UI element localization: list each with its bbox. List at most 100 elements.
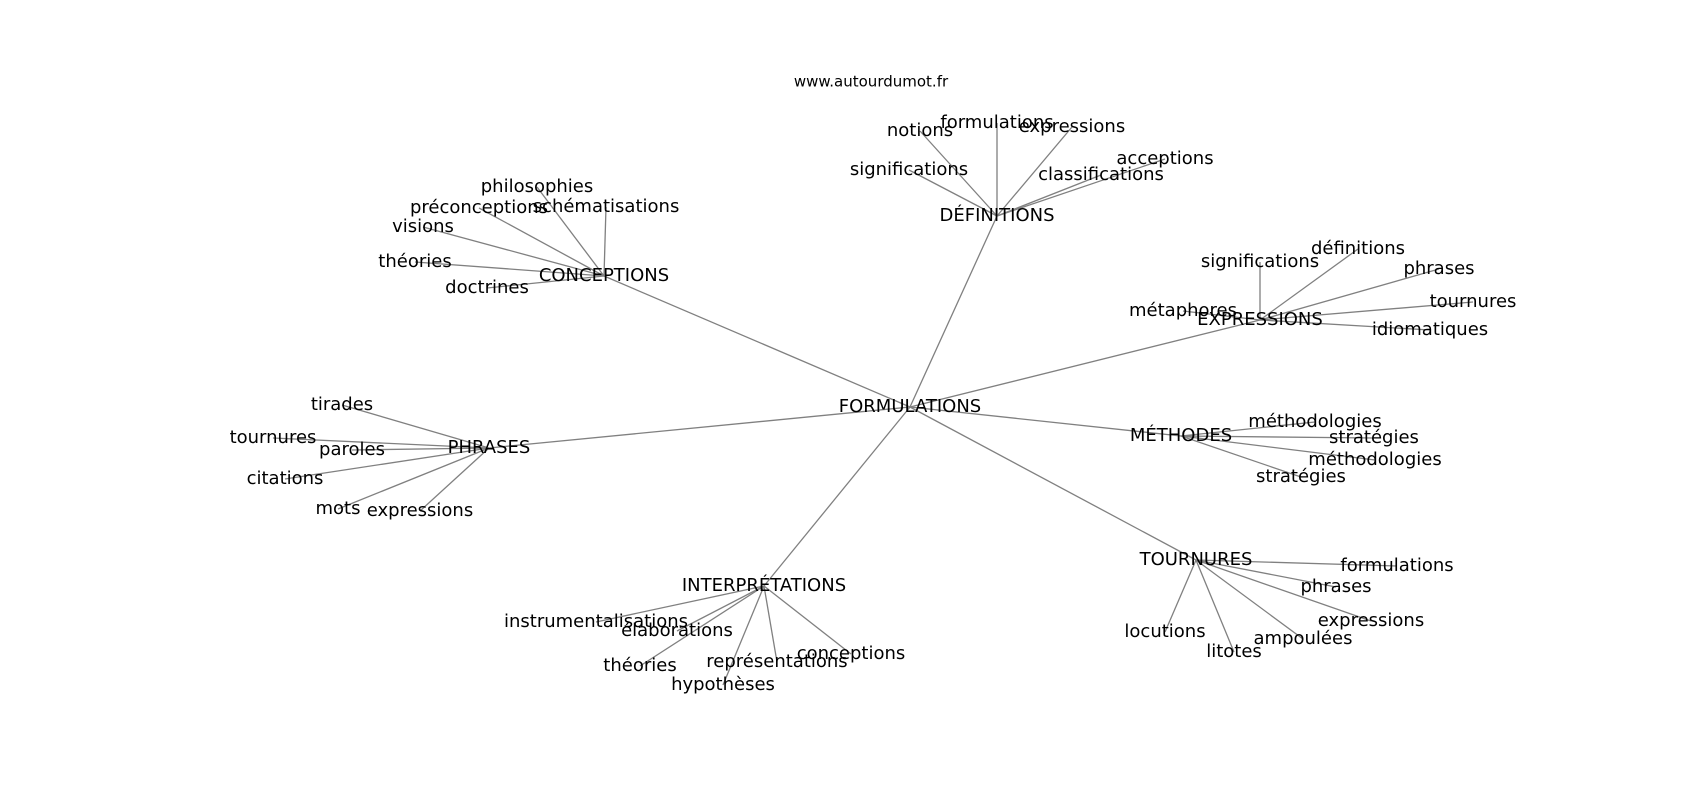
leaf-node[interactable]: phrases	[1403, 258, 1474, 279]
leaf-node[interactable]: ampoulées	[1254, 628, 1353, 649]
leaf-edge	[341, 404, 490, 449]
leaf-node[interactable]: théories	[378, 251, 451, 272]
leaf-edge	[1195, 559, 1235, 653]
group-methodes: MÉTHODES méthodologies stratégies méthod…	[1130, 411, 1442, 487]
leaf-edge	[603, 206, 607, 277]
leaf-edge	[595, 585, 765, 623]
root-edge	[909, 319, 1261, 408]
leaf-node[interactable]: tournures	[1430, 291, 1517, 312]
edges-layer	[272, 123, 1474, 686]
leaf-node[interactable]: méthodologies	[1308, 449, 1441, 470]
leaf-edge	[1259, 268, 1440, 321]
group-node[interactable]: INTERPRÉTATIONS	[682, 574, 846, 596]
root-edge	[603, 275, 911, 408]
leaf-node[interactable]: stratégies	[1256, 466, 1346, 487]
leaf-edge	[1164, 559, 1197, 633]
leaf-edge	[1180, 421, 1316, 437]
leaf-node[interactable]: méthodologies	[1248, 411, 1381, 432]
root-edge	[763, 406, 911, 587]
leaf-node[interactable]: expressions	[1019, 116, 1125, 137]
leaf-edge	[996, 174, 1102, 217]
leaf-node[interactable]: acceptions	[1116, 148, 1213, 169]
group-node[interactable]: CONCEPTIONS	[539, 265, 669, 286]
leaf-node[interactable]: citations	[247, 468, 324, 489]
leaf-node[interactable]: schématisations	[533, 196, 680, 217]
leaf-edge	[1195, 559, 1337, 588]
leaf-node[interactable]: formulations	[940, 112, 1053, 133]
leaf-edge	[486, 275, 605, 289]
group-node[interactable]: MÉTHODES	[1130, 424, 1232, 446]
leaf-node[interactable]: tirades	[311, 394, 373, 415]
leaf-node[interactable]: représentations	[706, 651, 847, 672]
group-node[interactable]: DÉFINITIONS	[939, 204, 1054, 226]
group-tournures: TOURNURES formulations phrases expressio…	[1124, 549, 1453, 662]
group-conceptions: CONCEPTIONS philosophies préconceptions …	[378, 176, 679, 298]
leaf-node[interactable]: locutions	[1124, 621, 1205, 642]
leaf-node[interactable]: significations	[1201, 251, 1319, 272]
leaf-node[interactable]: expressions	[367, 500, 473, 521]
leaf-node[interactable]: définitions	[1311, 238, 1405, 259]
leaf-edge	[908, 169, 998, 217]
group-phrases: PHRASES tirades tournures paroles citati…	[230, 394, 531, 521]
leaf-node[interactable]: philosophies	[481, 176, 594, 197]
leaf-edge	[1180, 435, 1375, 439]
leaf-edge	[419, 447, 490, 512]
leaf-node[interactable]: paroles	[319, 439, 385, 460]
group-expressions: EXPRESSIONS significations définitions p…	[1129, 238, 1516, 340]
site-url: www.autourdumot.fr	[794, 73, 949, 91]
leaf-node[interactable]: expressions	[1318, 610, 1424, 631]
root-edge	[909, 215, 998, 408]
leaf-node[interactable]: préconceptions	[410, 197, 548, 218]
leaf-edge	[1180, 435, 1302, 478]
leaf-edge	[1195, 559, 1398, 567]
group-node[interactable]: PHRASES	[448, 437, 531, 458]
leaf-node[interactable]: litotes	[1206, 641, 1262, 662]
leaf-edge	[639, 585, 765, 667]
leaf-node[interactable]: classifications	[1038, 164, 1164, 185]
leaf-edge	[996, 158, 1166, 217]
leaf-edge	[272, 437, 490, 449]
leaf-edge	[284, 447, 490, 480]
leaf-node[interactable]: formulations	[1340, 555, 1453, 576]
root-edge	[909, 406, 1197, 561]
leaf-edge	[414, 261, 605, 277]
leaf-edge	[1259, 301, 1474, 321]
leaf-edge	[676, 585, 765, 632]
leaf-edge	[422, 226, 605, 277]
leaf-node[interactable]: instrumentalisations	[504, 611, 688, 632]
leaf-node[interactable]: idiomatiques	[1372, 319, 1488, 340]
group-interpretations: INTERPRÉTATIONS instrumentalisations éla…	[504, 574, 905, 695]
leaf-node[interactable]: tournures	[230, 427, 317, 448]
leaf-node[interactable]: hypothèses	[671, 674, 775, 695]
leaf-edge	[722, 585, 765, 686]
leaf-node[interactable]: phrases	[1300, 576, 1371, 597]
leaf-edge	[1195, 559, 1372, 622]
group-node[interactable]: TOURNURES	[1139, 549, 1253, 570]
leaf-node[interactable]: stratégies	[1329, 427, 1419, 448]
leaf-edge	[536, 186, 605, 277]
group-definitions: DÉFINITIONS notions formulations express…	[850, 112, 1214, 226]
leaf-edge	[478, 207, 605, 277]
leaf-edge	[919, 130, 998, 217]
leaf-node[interactable]: métaphores	[1129, 300, 1237, 321]
leaf-node[interactable]: visions	[392, 216, 454, 237]
leaf-node[interactable]: significations	[850, 159, 968, 180]
root-edge	[909, 406, 1182, 437]
root-edge	[488, 406, 911, 449]
group-node[interactable]: EXPRESSIONS	[1197, 309, 1323, 330]
leaf-edge	[1259, 319, 1431, 331]
leaf-node[interactable]: notions	[887, 120, 953, 141]
leaf-edge	[763, 585, 852, 655]
leaf-edge	[1180, 435, 1376, 461]
leaf-node[interactable]: conceptions	[797, 643, 906, 664]
leaf-edge	[763, 585, 778, 663]
leaf-node[interactable]: théories	[603, 655, 676, 676]
leaf-edge	[351, 447, 490, 451]
root-node[interactable]: FORMULATIONS	[839, 396, 981, 417]
leaf-node[interactable]: élaborations	[621, 620, 733, 641]
leaf-node[interactable]: doctrines	[445, 277, 529, 298]
leaf-edge	[996, 126, 1073, 217]
leaf-node[interactable]: mots	[316, 498, 361, 519]
leaf-edge	[1195, 559, 1304, 640]
